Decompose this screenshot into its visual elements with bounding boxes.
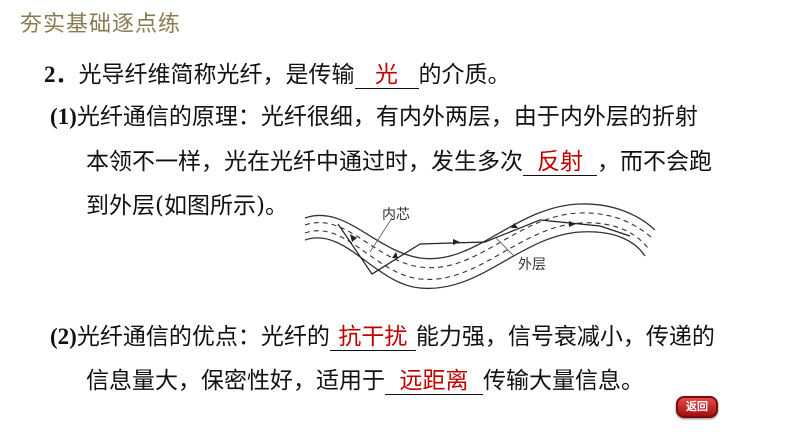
part1-line1: (1)光纤通信的原理：光纤很细，有内外两层，由于内外层的折射 <box>50 102 698 132</box>
answer-blank-reflection: 反射 <box>523 149 597 176</box>
header-bar: 夯实基础逐点练 <box>0 0 794 40</box>
part2-label: (2) <box>50 324 77 349</box>
part2-text-1a: 光纤通信的优点：光纤的 <box>76 324 330 350</box>
question-number: 2． <box>44 62 79 87</box>
ray-arrow-2 <box>392 252 398 258</box>
part1-text-2a: 本领不一样，光在光纤中通过时，发生多次 <box>86 149 523 175</box>
ray-arrow-4 <box>511 223 518 228</box>
fiber-diagram <box>304 203 656 289</box>
part1-text-1: 光纤通信的原理：光纤很细，有内外两层，由于内外层的折射 <box>76 104 698 130</box>
label-outer-cladding: 外层 <box>518 257 546 273</box>
pointer-inner <box>369 217 393 253</box>
stem-text-before: 光导纤维简称光纤，是传输 <box>78 62 355 88</box>
part2-line1: (2)光纤通信的优点：光纤的抗干扰能力强，信号衰减小，传递的 <box>50 322 715 352</box>
ray-arrow-3 <box>453 239 460 245</box>
core-boundary-bottom <box>304 222 649 280</box>
label-inner-core: 内芯 <box>382 207 410 223</box>
question-stem: 2．光导纤维简称光纤，是传输光的介质。 <box>44 60 511 90</box>
part2-text-2b: 传输大量信息。 <box>483 368 644 394</box>
ray-arrow-5 <box>569 221 576 227</box>
light-ray <box>337 219 631 275</box>
back-button[interactable]: 返回 <box>676 396 718 418</box>
outer-boundary-bottom <box>304 231 646 289</box>
stem-text-after: 的介质。 <box>418 62 511 88</box>
part1-line3: 到外层(如图所示)。 <box>86 191 288 221</box>
part2-text-1b: 能力强，信号衰减小，传递的 <box>415 324 715 350</box>
pointer-outer <box>495 237 515 257</box>
optical-fiber-figure: 内芯 外层 <box>300 196 660 300</box>
answer-blank-1: 光 <box>354 62 419 89</box>
ray-arrow-1 <box>350 234 357 242</box>
outer-boundary-top <box>304 203 656 260</box>
part1-label: (1) <box>50 104 77 129</box>
answer-blank-interference: 抗干扰 <box>329 324 416 351</box>
part1-text-2b: ，而不会跑 <box>597 149 712 175</box>
part1-line2: 本领不一样，光在光纤中通过时，发生多次反射，而不会跑 <box>86 147 712 177</box>
part1-text-3: 到外层(如图所示)。 <box>86 193 288 219</box>
part2-text-2a: 信息量大，保密性好，适用于 <box>86 368 385 394</box>
section-title: 夯实基础逐点练 <box>20 12 182 37</box>
part2-line2: 信息量大，保密性好，适用于远距离传输大量信息。 <box>86 366 644 396</box>
answer-blank-distance: 远距离 <box>385 368 483 395</box>
core-boundary-top <box>304 212 653 269</box>
